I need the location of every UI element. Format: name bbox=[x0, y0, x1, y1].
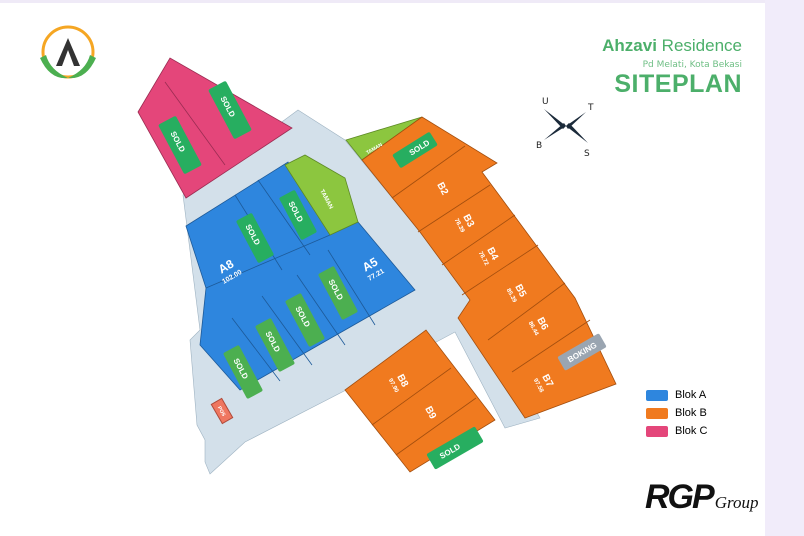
svg-text:U: U bbox=[542, 97, 549, 107]
plot-b10[interactable]: SOLD bbox=[426, 426, 484, 470]
svg-text:B4: B4 bbox=[484, 246, 500, 263]
plot-a4[interactable]: SOLD bbox=[318, 266, 358, 320]
plot-a7[interactable]: SOLD bbox=[236, 213, 274, 264]
project-location: Pd Melati, Kota Bekasi bbox=[642, 60, 742, 70]
svg-text:S: S bbox=[584, 149, 590, 159]
plot-a3[interactable]: SOLD bbox=[285, 293, 325, 347]
svg-text:A8: A8 bbox=[216, 256, 237, 276]
plot-c2[interactable]: SOLD bbox=[208, 81, 252, 140]
plot-a6[interactable]: SOLD bbox=[279, 190, 317, 241]
plot-b2[interactable]: B2 bbox=[434, 181, 450, 198]
legend-item-blok-a: Blok A bbox=[646, 386, 707, 404]
top-border bbox=[0, 0, 804, 3]
side-strip bbox=[765, 0, 804, 536]
svg-text:A5: A5 bbox=[360, 254, 381, 274]
plot-c1[interactable]: SOLD bbox=[158, 116, 202, 175]
logo bbox=[40, 25, 96, 79]
svg-text:B: B bbox=[536, 141, 542, 151]
svg-text:B7: B7 bbox=[539, 373, 555, 390]
project-name: Ahzavi Residence bbox=[602, 36, 742, 55]
pos-label: POS bbox=[216, 405, 227, 418]
svg-text:B3: B3 bbox=[460, 213, 476, 230]
svg-text:T: T bbox=[587, 103, 594, 113]
svg-text:B2: B2 bbox=[434, 181, 450, 198]
legend-item-blok-b: Blok B bbox=[646, 404, 707, 422]
blok-c bbox=[137, 57, 293, 199]
plot-a2[interactable]: SOLD bbox=[255, 318, 295, 372]
taman-a bbox=[284, 154, 359, 236]
svg-text:B6: B6 bbox=[534, 316, 550, 333]
legend-item-blok-c: Blok C bbox=[646, 422, 707, 440]
plot-a1[interactable]: SOLD bbox=[223, 345, 263, 399]
plot-b1[interactable]: SOLD bbox=[392, 132, 438, 169]
header: Ahzavi Residence Pd Melati, Kota Bekasi … bbox=[602, 36, 742, 99]
legend: Blok A Blok B Blok C bbox=[646, 386, 707, 440]
page-title: SITEPLAN bbox=[614, 70, 742, 98]
pos-building bbox=[210, 397, 234, 425]
svg-text:B8: B8 bbox=[394, 373, 410, 390]
compass-icon: U T S B bbox=[536, 97, 594, 159]
svg-text:B9: B9 bbox=[422, 405, 438, 422]
svg-text:B5: B5 bbox=[512, 283, 528, 300]
plot-b9[interactable]: B9 bbox=[422, 405, 438, 422]
